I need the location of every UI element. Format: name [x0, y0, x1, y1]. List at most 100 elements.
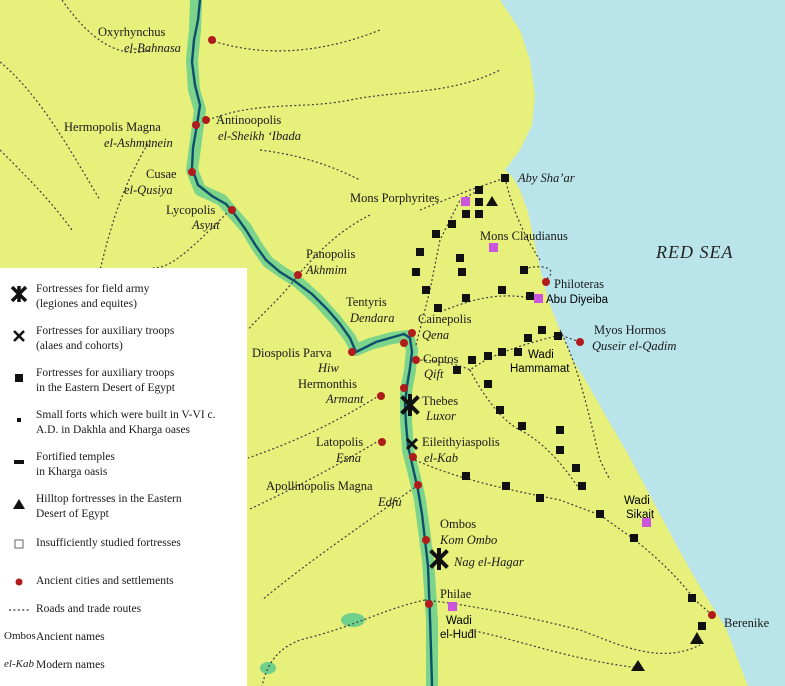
city-dot-hermopolis[interactable] — [192, 121, 200, 129]
fort[interactable] — [698, 622, 706, 630]
place-labels: Oxyrhynchus el-Bahnasa Hermopolis Magna … — [64, 25, 770, 641]
fort[interactable] — [538, 326, 546, 334]
label-dendara: Dendara — [349, 311, 394, 325]
label-panopolis: Panopolis — [306, 247, 355, 261]
label-hermopolis: Hermopolis Magna — [64, 120, 161, 134]
fort[interactable] — [484, 380, 492, 388]
fort[interactable] — [458, 268, 466, 276]
city-dot-myos[interactable] — [576, 338, 584, 346]
label-apollinopolis: Apollinopolis Magna — [266, 479, 373, 493]
eastern-desert-north — [418, 0, 535, 170]
fort[interactable] — [554, 332, 562, 340]
nile-river — [190, 0, 434, 686]
city-dot-tentyris[interactable] — [400, 339, 408, 347]
fort[interactable] — [468, 356, 476, 364]
fort[interactable] — [572, 464, 580, 472]
hilltop-fort[interactable] — [631, 660, 645, 671]
city-dot-lycopolis[interactable] — [228, 206, 236, 214]
fort[interactable] — [475, 210, 483, 218]
city-dot-apollinopolis[interactable] — [414, 481, 422, 489]
label-el-bahnasa: el-Bahnasa — [124, 41, 181, 55]
fort[interactable] — [578, 482, 586, 490]
legend-example-ancient-name: Ombos — [4, 630, 36, 642]
city-dot-thebes-a[interactable] — [400, 384, 408, 392]
fort[interactable] — [524, 334, 532, 342]
fort[interactable] — [502, 482, 510, 490]
label-nag-el-hagar: Nag el-Hagar — [453, 555, 524, 569]
unstudied-fort-mons-porphyrites[interactable] — [461, 197, 470, 206]
hilltop-fort[interactable] — [486, 196, 498, 206]
city-dot-berenike[interactable] — [708, 611, 716, 619]
label-edfu: Edfu — [377, 495, 402, 509]
city-dot-ombos[interactable] — [422, 536, 430, 544]
desert-forts — [412, 174, 706, 630]
fort[interactable] — [416, 248, 424, 256]
city-dot-antinoopolis[interactable] — [202, 116, 210, 124]
fort[interactable] — [484, 352, 492, 360]
fort[interactable] — [448, 220, 456, 228]
fort[interactable] — [434, 304, 442, 312]
fort[interactable] — [498, 286, 506, 294]
fort[interactable] — [520, 266, 528, 274]
unstudied-fort-mons-claudianus[interactable] — [489, 243, 498, 252]
unstudied-fort-wadi-sikait[interactable] — [642, 518, 651, 527]
fort[interactable] — [630, 534, 638, 542]
city-dot-philoteras[interactable] — [542, 278, 550, 286]
city-dot-coptos[interactable] — [412, 356, 420, 364]
fort[interactable] — [453, 366, 461, 374]
label-cainepolis: Cainepolis — [418, 312, 472, 326]
fort[interactable] — [432, 230, 440, 238]
city-dot-oxyrhynchus[interactable] — [208, 36, 216, 44]
fort[interactable] — [462, 472, 470, 480]
city-dot-eileithyiaspolis[interactable] — [409, 453, 417, 461]
label-berenike: Berenike — [724, 616, 770, 630]
fort[interactable] — [498, 348, 506, 356]
unstudied-fort-wadi-el-hudi[interactable] — [448, 602, 457, 611]
auxiliary-fort-eileithyiaspolis[interactable] — [405, 437, 419, 451]
city-dot-panopolis[interactable] — [294, 271, 302, 279]
label-kom-ombo: Kom Ombo — [439, 533, 497, 547]
fort[interactable] — [456, 254, 464, 262]
label-antinoopolis: Antinoopolis — [216, 113, 281, 127]
legend-example-ancient-desc: Ancient names — [36, 631, 105, 643]
fort[interactable] — [688, 594, 696, 602]
fort[interactable] — [556, 426, 564, 434]
field-army-fort-nag-el-hagar[interactable] — [429, 548, 449, 570]
fort[interactable] — [475, 198, 483, 206]
fort[interactable] — [526, 292, 534, 300]
label-mons-claudianus: Mons Claudianus — [480, 229, 568, 243]
label-myos-hormos: Myos Hormos — [594, 323, 666, 337]
label-philoteras: Philoteras — [554, 277, 604, 291]
fort[interactable] — [462, 210, 470, 218]
fort[interactable] — [412, 268, 420, 276]
label-el-qusiya: el-Qusiya — [124, 183, 173, 197]
label-esna: Esna — [335, 451, 361, 465]
oasis-patch — [260, 662, 276, 674]
fort[interactable] — [462, 294, 470, 302]
city-dot-diospolis[interactable] — [348, 348, 356, 356]
label-abu-diyeiba: Abu Diyeiba — [546, 294, 609, 306]
city-dot-philae[interactable] — [425, 600, 433, 608]
city-dot-hermonthis[interactable] — [377, 392, 385, 400]
label-eileithyiaspolis: Eileithyiaspolis — [422, 435, 500, 449]
label-coptos: Coptos — [423, 352, 459, 366]
label-armant: Armant — [325, 392, 364, 406]
unstudied-fort-abu-diyeiba[interactable] — [534, 294, 543, 303]
city-dot-cainepolis[interactable] — [408, 329, 416, 337]
fort[interactable] — [556, 446, 564, 454]
city-dot-cusae[interactable] — [188, 168, 196, 176]
label-el-kab: el-Kab — [424, 451, 458, 465]
fort[interactable] — [518, 422, 526, 430]
fort[interactable] — [536, 494, 544, 502]
city-dot-latopolis[interactable] — [378, 438, 386, 446]
fort[interactable] — [596, 510, 604, 518]
outline-square-icon — [14, 539, 24, 549]
fort[interactable] — [422, 286, 430, 294]
field-army-fort-thebes[interactable] — [400, 394, 420, 416]
legend-example-modern-name: el-Kab — [4, 658, 34, 670]
fort[interactable] — [501, 174, 509, 182]
fort[interactable] — [496, 406, 504, 414]
fort[interactable] — [514, 348, 522, 356]
fort[interactable] — [475, 186, 483, 194]
hilltop-fort[interactable] — [690, 632, 704, 644]
